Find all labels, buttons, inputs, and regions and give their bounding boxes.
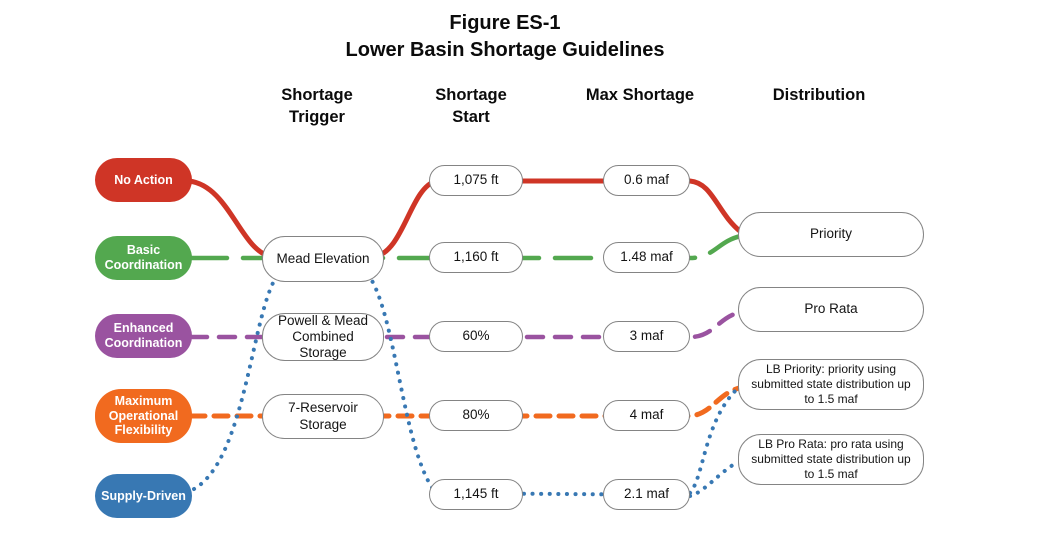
column-header-shortage-start: Shortage Start <box>411 84 531 128</box>
connector-enhanced-coordination <box>188 309 744 340</box>
header-line: Max Shortage <box>585 86 695 104</box>
max-0-6-maf: 0.6 maf <box>603 165 690 196</box>
trigger-7-reservoir-storage: 7-Reservoir Storage <box>262 394 384 439</box>
column-header-shortage-trigger: Shortage Trigger <box>257 84 377 128</box>
figure-title-block: Figure ES-1 Lower Basin Shortage Guideli… <box>0 10 1010 64</box>
connector-supply-driven-to-lb-pro-rata <box>688 461 738 498</box>
max-1-48-maf: 1.48 maf <box>603 242 690 273</box>
connector-supply-driven <box>192 270 692 497</box>
column-header-max-shortage: Max Shortage <box>576 84 704 106</box>
distribution-lb-pro-rata: LB Pro Rata: pro rata using submitted st… <box>738 434 924 485</box>
max-3-maf: 3 maf <box>603 321 690 352</box>
max-2-1-maf: 2.1 maf <box>603 479 690 510</box>
scenario-supply-driven: Supply-Driven <box>95 474 192 518</box>
distribution-priority: Priority <box>738 212 924 257</box>
trigger-powell-mead-combined-storage: Powell & Mead Combined Storage <box>262 313 384 361</box>
trigger-mead-elevation: Mead Elevation <box>262 236 384 282</box>
figure-name: Lower Basin Shortage Guidelines <box>345 39 665 61</box>
scenario-no-action: No Action <box>95 158 192 202</box>
connector-supply-driven-to-lb-priority <box>688 387 739 495</box>
connector-basic-coordination <box>188 233 744 261</box>
start-1145-ft: 1,145 ft <box>429 479 523 510</box>
start-1160-ft: 1,160 ft <box>429 242 523 273</box>
header-line: Shortage <box>435 86 507 104</box>
max-4-maf: 4 maf <box>603 400 690 431</box>
header-line: Shortage <box>281 86 353 104</box>
header-line: Trigger <box>289 108 345 126</box>
start-80-percent: 80% <box>429 400 523 431</box>
column-header-distribution: Distribution <box>757 84 881 106</box>
scenario-basic-coordination: Basic Coordination <box>95 236 192 280</box>
distribution-lb-priority: LB Priority: priority using submitted st… <box>738 359 924 410</box>
header-line: Distribution <box>772 86 866 104</box>
scenario-enhanced-coordination: Enhanced Coordination <box>95 314 192 358</box>
scenario-maximum-operational-flexibility: Maximum Operational Flexibility <box>95 389 192 443</box>
connector-maximum-operational-flexibility <box>188 385 742 419</box>
header-line: Start <box>452 108 490 126</box>
start-1075-ft: 1,075 ft <box>429 165 523 196</box>
connector-no-action <box>186 178 744 260</box>
start-60-percent: 60% <box>429 321 523 352</box>
distribution-pro-rata: Pro Rata <box>738 287 924 332</box>
figure-number: Figure ES-1 <box>449 12 561 34</box>
